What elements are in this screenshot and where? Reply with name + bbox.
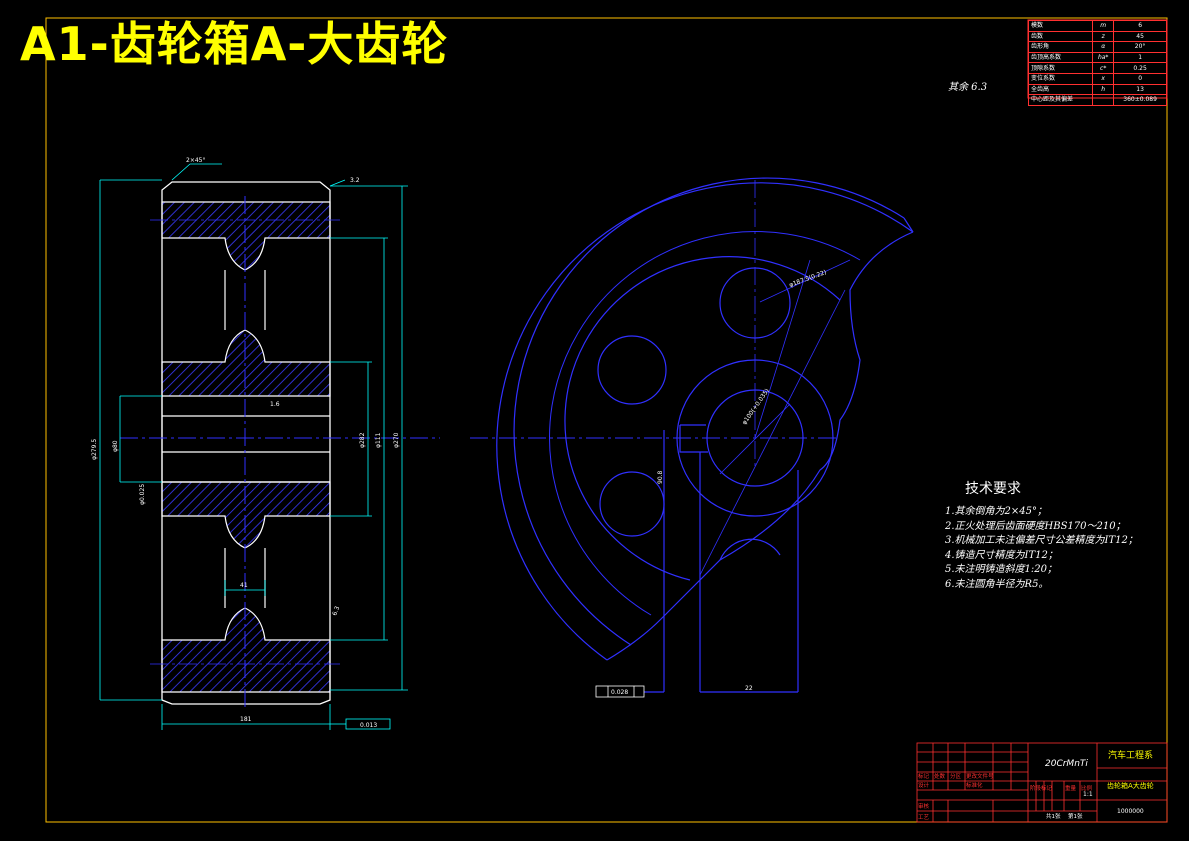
dim-side-roughness: 6.3	[331, 605, 341, 617]
tb-drawing-no: 1000000	[1117, 808, 1144, 815]
dim-pitch-dia: φ270	[393, 432, 400, 448]
dim-left-tol: φ0.025	[139, 484, 146, 505]
parameter-symbol: m	[1092, 20, 1115, 32]
parameter-name: 变位系数	[1027, 72, 1094, 85]
tb-part-name: 齿轮箱A大齿轮	[1107, 781, 1154, 790]
tb-label-change: 更改文件号	[966, 772, 994, 780]
pitch-arc	[549, 231, 861, 616]
tech-item: 2.正火处理后齿面硬度HBS170～210；	[945, 520, 1126, 532]
hatch-rim-top	[161, 201, 331, 271]
parameter-symbol: z	[1092, 30, 1115, 43]
dim-bottom-tol: 0.013	[360, 722, 377, 729]
hatch-hub-top	[161, 329, 331, 397]
parameter-name: 模数	[1027, 20, 1094, 32]
parameter-name: 齿顶高系数	[1027, 51, 1094, 64]
tb-label-process: 工艺	[918, 814, 930, 821]
section-view	[99, 163, 440, 730]
hub-arc	[564, 256, 841, 581]
dim-runout: 0.028	[611, 689, 628, 696]
parameter-symbol: ha*	[1092, 51, 1115, 64]
hatch-hub-bottom	[161, 481, 331, 549]
keyway	[679, 424, 708, 453]
addendum-arc	[513, 177, 905, 646]
lightening-hole-bottom	[719, 538, 781, 561]
lightening-hole-left	[597, 335, 667, 405]
tb-label-count: 处数	[934, 772, 946, 780]
tb-material: 20CrMnTi	[1045, 759, 1088, 769]
tb-label-review: 审核	[918, 802, 930, 810]
tech-item: 1.其余倒角为2×45°；	[945, 506, 1048, 517]
tech-item: 4.铸造尺寸精度为IT12；	[945, 549, 1058, 561]
dim-chamfer: 2×45°	[186, 157, 205, 164]
hatch-rim-bottom	[161, 607, 331, 693]
tb-label-designer: 设计	[918, 781, 930, 789]
parameter-value: 1	[1113, 51, 1167, 64]
parameter-name: 中心距及其偏差	[1027, 94, 1094, 106]
parameter-value: 45	[1113, 30, 1167, 43]
parameter-symbol: c*	[1092, 62, 1115, 74]
parameter-name: 齿形角	[1027, 41, 1094, 53]
parameter-symbol: x	[1092, 72, 1115, 85]
dim-od-right: φ282	[359, 432, 366, 448]
tb-label-ratio: 比例	[1081, 784, 1093, 792]
parameter-value: 13	[1113, 83, 1167, 96]
tech-requirements-list: 1.其余倒角为2×45°； 2.正火处理后齿面硬度HBS170～210； 3.机…	[945, 505, 1138, 592]
roughness-note: 其余 6.3	[948, 82, 988, 93]
tb-label-std: 标准化	[966, 781, 983, 789]
tb-school: 汽车工程系	[1108, 749, 1153, 761]
tech-item: 6.未注圆角半径为R5。	[945, 578, 1049, 590]
parameter-value: 6	[1113, 20, 1167, 32]
parameter-name: 顶隙系数	[1027, 62, 1094, 74]
tech-item: 5.未注明铸造斜度1:20；	[945, 564, 1057, 575]
parameter-row: 中心距及其偏差 360±0.089	[1027, 94, 1167, 106]
parameter-value: 0.25	[1113, 62, 1167, 74]
dim-bore-label: φ100(+0.035)	[741, 387, 771, 426]
parameter-name: 全齿高	[1027, 83, 1094, 96]
dim-keyway-depth: 90.8	[657, 470, 664, 484]
gear-outline	[161, 181, 331, 705]
dim-od-left: φ279.5	[91, 439, 98, 460]
tb-label-sheets: 共1张	[1046, 812, 1061, 820]
dim-bore-left: φ80	[112, 440, 119, 452]
dim-web-thickness: 41	[240, 582, 248, 589]
dim-width: 181	[240, 716, 252, 723]
parameter-symbol	[1092, 94, 1115, 106]
tb-label-stage: 阶段标记	[1030, 784, 1053, 792]
tb-label-zone: 分区	[950, 772, 962, 780]
dim-top-roughness: 3.2	[350, 177, 360, 184]
front-view	[470, 177, 914, 693]
dim-mid-roughness: 1.6	[270, 401, 280, 408]
drawing-frame	[45, 17, 1168, 823]
dim-keyway-width: 22	[745, 685, 753, 692]
parameter-symbol: h	[1092, 83, 1115, 96]
parameter-value: 0	[1113, 72, 1167, 85]
tb-label-weight: 重量	[1065, 784, 1077, 792]
banner-title: A1-齿轮箱A-大齿轮	[20, 17, 449, 71]
tb-label-sheetno: 第1张	[1068, 812, 1083, 820]
lightening-hole-lower-left	[599, 471, 665, 537]
dim-hub-dia: φ111	[375, 432, 382, 448]
break-line	[606, 231, 914, 661]
parameter-symbol: α	[1092, 41, 1115, 53]
parameter-value: 20°	[1113, 41, 1167, 53]
title-block-grid	[916, 742, 1168, 823]
tb-scale: 1:1	[1083, 791, 1093, 798]
parameter-value: 360±0.089	[1113, 94, 1167, 106]
runout-frame	[595, 685, 645, 698]
tb-label-mark: 标记	[918, 772, 930, 780]
tech-requirements-title: 技术要求	[965, 481, 1021, 497]
parameter-name: 齿数	[1027, 30, 1094, 43]
outer-arc	[496, 182, 914, 661]
tech-item: 3.机械加工未注偏差尺寸公差精度为IT12；	[945, 535, 1138, 546]
